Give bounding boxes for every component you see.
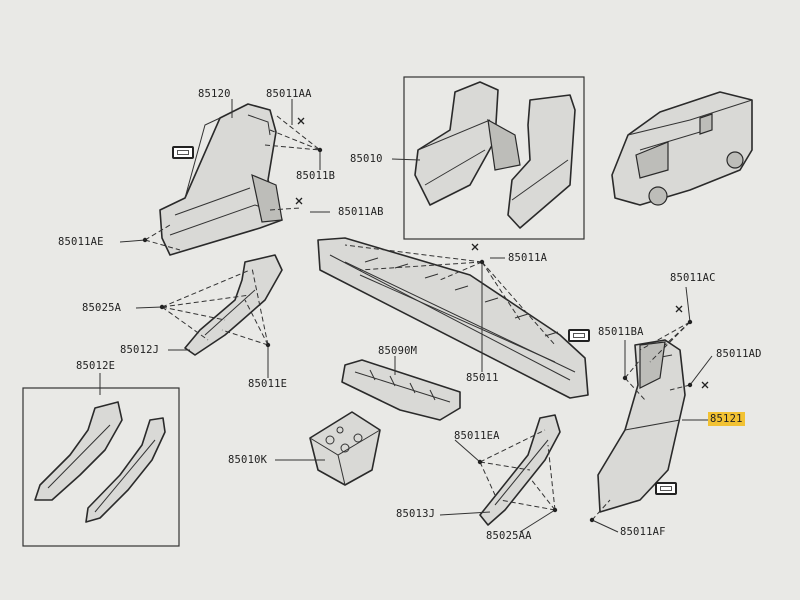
label-85011AE: 85011AE [58,236,104,248]
label-85012J: 85012J [120,344,160,356]
label-85011AD: 85011AD [716,348,762,360]
label-85090M: 85090M [378,345,418,357]
clip-icon [568,329,590,342]
clip-icon [655,482,677,495]
label-85010K: 85010K [228,454,268,466]
label-85011AB: 85011AB [338,206,384,218]
label-85011E: 85011E [248,378,288,390]
part-85010K [309,411,381,486]
label-85025AA: 85025AA [486,530,532,542]
part-85025A [184,254,283,356]
solid-leaders [99,99,713,533]
inset-frame-85012E [22,387,180,547]
label-85011: 85011 [466,372,499,384]
leader-lines [144,115,691,521]
label-85120: 85120 [198,88,231,100]
x-marks [295,117,709,389]
clip-icon [172,146,194,159]
label-85013J: 85013J [396,508,436,520]
inset-frame-85010 [403,76,585,240]
leader-dots [142,147,693,523]
part-85090M [341,359,461,421]
label-85011EA: 85011EA [454,430,500,442]
label-85012E: 85012E [76,360,116,372]
part-85010 [414,81,576,229]
part-85012E [34,401,166,523]
label-85011BA: 85011BA [598,326,644,338]
van-icon [611,91,753,206]
label-85010: 85010 [350,153,383,165]
label-85121: 85121 [708,412,745,426]
label-85011AA: 85011AA [266,88,312,100]
part-85121 [597,339,686,513]
label-85011AC: 85011AC [670,272,716,284]
label-85011B: 85011B [296,170,336,182]
part-85120 [159,103,283,256]
label-85025A: 85025A [82,302,122,314]
part-85013J [479,414,561,526]
label-85011A: 85011A [508,252,548,264]
label-85011AF: 85011AF [620,526,666,538]
